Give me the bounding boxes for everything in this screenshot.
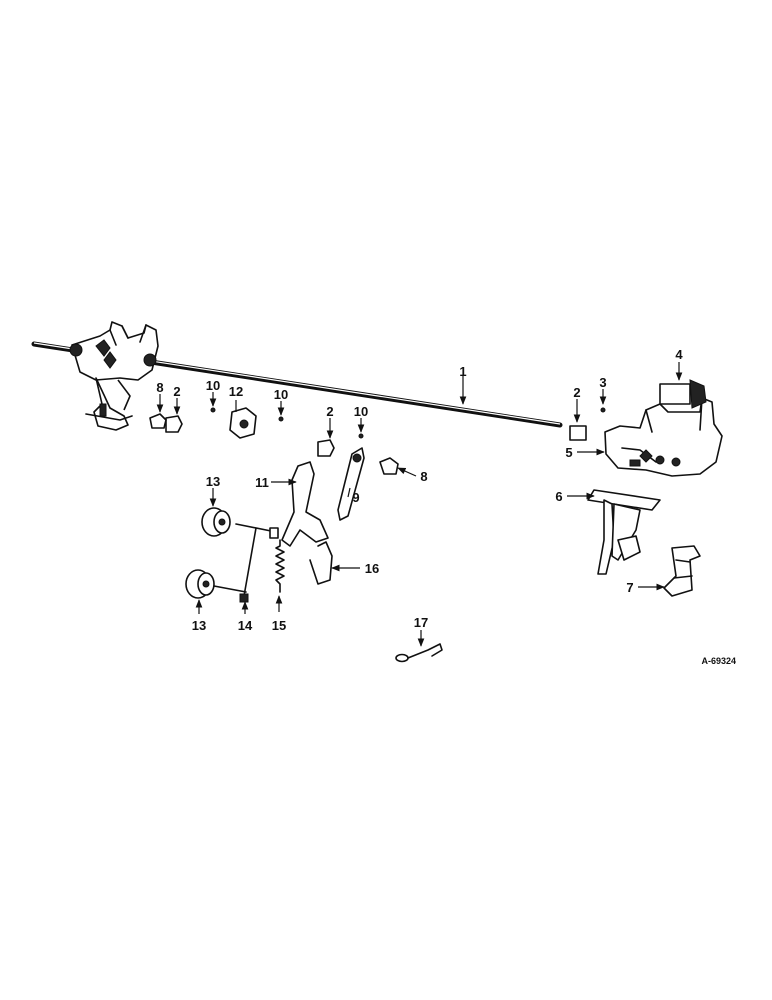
- callout-3: 3: [599, 375, 606, 390]
- leader-lines: [156, 362, 683, 647]
- callout-1: 1: [459, 364, 466, 379]
- idler-arm-part: [213, 523, 279, 603]
- callout-16: 16: [365, 561, 379, 576]
- callout-2: 2: [326, 404, 333, 419]
- bearing-block-part: [229, 407, 257, 439]
- callout-10: 10: [354, 404, 368, 419]
- callouts: 1 2 2 2 3 4 5 6 7 8 8 9 10 10 10 11 12 1…: [156, 347, 683, 633]
- callout-13: 13: [206, 474, 220, 489]
- bracket-part: [281, 461, 329, 547]
- bevel-gear-part: [659, 379, 707, 409]
- callout-9: 9: [352, 490, 359, 505]
- pulley-part: [185, 507, 231, 599]
- callout-15: 15: [272, 618, 286, 633]
- set-screw-part: [210, 407, 606, 439]
- bushing-part: [165, 415, 587, 457]
- clamp-part: [149, 413, 399, 475]
- spring-part: [275, 539, 285, 593]
- callout-5: 5: [565, 445, 572, 460]
- callout-8: 8: [420, 469, 427, 484]
- callout-2: 2: [573, 385, 580, 400]
- reference-code: A-69324: [701, 656, 736, 666]
- callout-17: 17: [414, 615, 428, 630]
- callout-10: 10: [274, 387, 288, 402]
- callout-8: 8: [156, 380, 163, 395]
- cotter-pin-part: [395, 643, 443, 663]
- arm-part: [337, 447, 365, 521]
- callout-6: 6: [555, 489, 562, 504]
- callout-14: 14: [238, 618, 253, 633]
- rod-part: [309, 541, 333, 585]
- callout-7: 7: [626, 580, 633, 595]
- callout-10: 10: [206, 378, 220, 393]
- right-gearbox-housing: [604, 397, 723, 477]
- callout-2: 2: [173, 384, 180, 399]
- left-gearbox-assembly: [69, 321, 159, 431]
- plate-bracket-part: [587, 489, 661, 575]
- callout-13: 13: [192, 618, 206, 633]
- callout-4: 4: [675, 347, 683, 362]
- angle-bracket-part: [663, 545, 701, 597]
- callout-11: 11: [255, 475, 269, 490]
- callout-12: 12: [229, 384, 243, 399]
